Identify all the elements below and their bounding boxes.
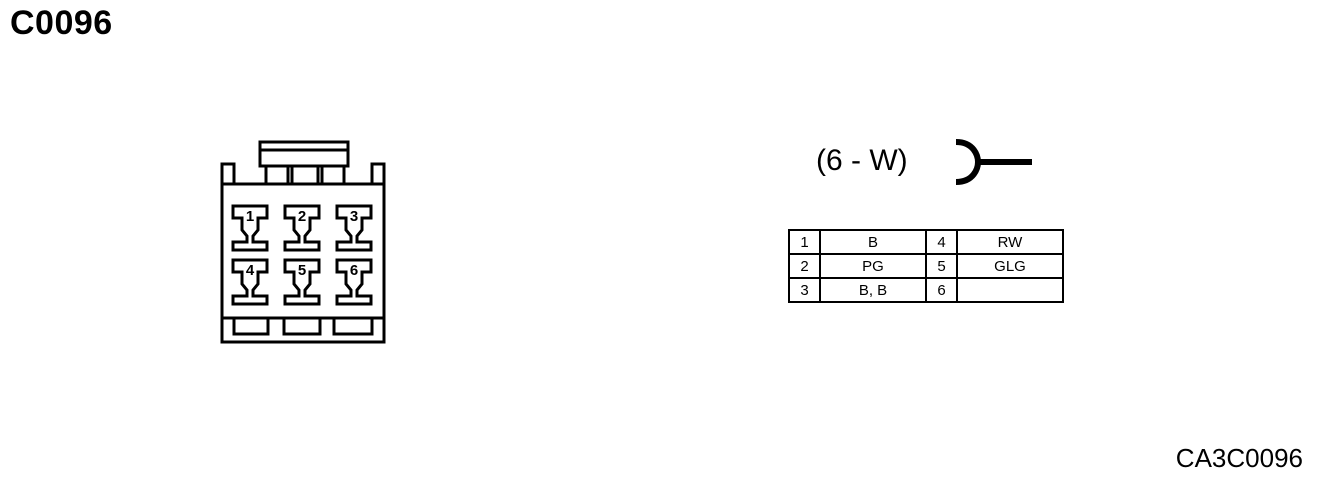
table-row: 1 B 4 RW <box>788 229 1064 255</box>
connector-cavity <box>231 204 269 252</box>
connector-title: C0096 <box>10 4 113 42</box>
cavity-number-label: 1 <box>246 208 254 225</box>
pin-number-cell: 4 <box>925 229 958 255</box>
connector-cavity <box>335 258 373 306</box>
figure-code: CA3C0096 <box>1175 443 1303 473</box>
cavity-number-label: 5 <box>298 262 306 279</box>
table-row: 3 B, B 6 <box>788 277 1064 303</box>
connector-cavity <box>283 258 321 306</box>
connector-cavity <box>335 204 373 252</box>
connector-cavity <box>283 204 321 252</box>
pin-number-cell: 6 <box>925 277 958 303</box>
wire-color-cell: GLG <box>956 253 1064 279</box>
cavity-number-label: 4 <box>246 262 255 279</box>
wire-color-cell: B <box>819 229 927 255</box>
connector-latch <box>258 140 350 168</box>
connector-face-diagram: 1 2 3 4 5 6 <box>220 140 386 344</box>
cavity-number-label: 3 <box>350 208 358 225</box>
connector-body <box>220 182 386 344</box>
pin-number-cell: 5 <box>925 253 958 279</box>
wire-color-cell: B, B <box>819 277 927 303</box>
pin-number-cell: 3 <box>788 277 821 303</box>
female-terminal-symbol-icon <box>955 139 1032 185</box>
wire-color-cell: PG <box>819 253 927 279</box>
pin-number-cell: 2 <box>788 253 821 279</box>
wire-color-cell: RW <box>956 229 1064 255</box>
cavity-number-label: 2 <box>298 208 306 225</box>
wire-color-cell <box>956 277 1064 303</box>
pin-assignment-table: 1 B 4 RW 2 PG 5 GLG 3 B, B 6 <box>788 229 1064 303</box>
connector-cavity <box>231 258 269 306</box>
cavity-number-label: 6 <box>350 262 358 279</box>
connector-spec: (6 - W) <box>816 144 908 177</box>
table-row: 2 PG 5 GLG <box>788 253 1064 279</box>
pin-number-cell: 1 <box>788 229 821 255</box>
